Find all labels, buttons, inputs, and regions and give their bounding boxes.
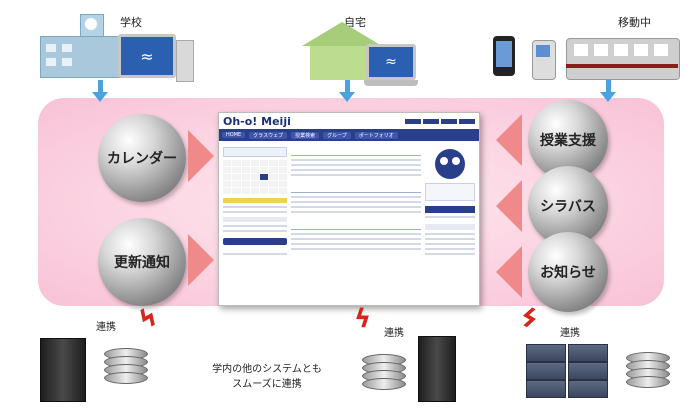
school-label: 学校 xyxy=(120,16,142,29)
database-icon xyxy=(362,354,406,390)
smartphone-icon xyxy=(493,36,515,76)
portal-nav-search: 授業検索 xyxy=(291,131,320,139)
arrow-right-update xyxy=(188,234,214,286)
feature-phone-icon xyxy=(532,40,556,80)
class-support-label: 授業支援 xyxy=(540,133,596,149)
server-icon xyxy=(40,338,86,402)
arrow-down-home-shaft xyxy=(345,80,350,92)
caption-line-1: 学内の他のシステムとも xyxy=(212,364,322,375)
portal-side-column xyxy=(425,149,475,299)
train-icon xyxy=(566,30,680,80)
update-notification-ball: 更新通知 xyxy=(98,218,186,306)
announcements-ball: お知らせ xyxy=(528,232,608,312)
arrow-down-mobile xyxy=(600,92,616,102)
rack-server-icon xyxy=(568,344,608,362)
portal-nav: HOME クラスウェブ 授業検索 グループ ポートフォリオ xyxy=(219,129,479,141)
portal-nav-home: HOME xyxy=(222,132,246,138)
caption-line-2: スムーズに連携 xyxy=(232,379,302,390)
lightning-bolt-center-icon: ϟ xyxy=(354,304,372,334)
portal-nav-classweb: クラスウェブ xyxy=(249,131,288,139)
server-icon xyxy=(418,336,456,402)
database-icon xyxy=(104,348,148,384)
owl-mascot-icon xyxy=(435,149,465,179)
arrow-left-syllabus xyxy=(496,180,522,232)
lightning-bolt-left-icon: ϟ xyxy=(133,301,164,337)
database-icon xyxy=(626,352,670,388)
lightning-bolt-right-icon: ϟ xyxy=(513,301,544,337)
rack-server-icon xyxy=(526,344,566,362)
school-building-icon xyxy=(40,14,122,78)
portal-nav-group: グループ xyxy=(323,131,351,139)
rack-server-icon xyxy=(568,362,608,380)
syllabus-label: シラバス xyxy=(540,199,596,215)
portal-calendar-column xyxy=(223,147,287,297)
calendar-feature-label: カレンダー xyxy=(107,151,177,167)
portal-calendar-grid xyxy=(223,160,287,194)
arrow-left-class-support xyxy=(496,114,522,166)
portal-main-column xyxy=(291,149,421,299)
house-icon xyxy=(302,22,382,80)
home-laptop-icon: ≈ xyxy=(364,44,418,86)
arrow-down-home xyxy=(339,92,355,102)
bottom-caption: 学内の他のシステムとも スムーズに連携 xyxy=(212,360,322,390)
portal-screenshot: Oh-o! Meiji HOME クラスウェブ 授業検索 グループ ポートフォリ… xyxy=(218,112,480,306)
link-label-left: 連携 xyxy=(96,322,116,333)
portal-nav-portfolio: ポートフォリオ xyxy=(354,131,398,139)
syllabus-ball: シラバス xyxy=(528,166,608,246)
wifi-icon: ≈ xyxy=(118,34,176,78)
arrow-down-school xyxy=(92,92,108,102)
calendar-feature-ball: カレンダー xyxy=(98,114,186,202)
arrow-down-mobile-shaft xyxy=(606,80,611,92)
arrow-down-school-shaft xyxy=(98,80,103,92)
mobile-label: 移動中 xyxy=(618,16,651,29)
rack-server-icon xyxy=(568,380,608,398)
rack-server-icon xyxy=(526,380,566,398)
portal-title: Oh-o! Meiji xyxy=(223,114,291,128)
arrow-right-calendar xyxy=(188,130,214,182)
rack-server-icon xyxy=(526,362,566,380)
announcements-label: お知らせ xyxy=(540,265,596,281)
link-label-center: 連携 xyxy=(384,328,404,339)
update-notification-label: 更新通知 xyxy=(114,255,170,271)
school-computer-icon: ≈ xyxy=(118,34,194,82)
link-label-right: 連携 xyxy=(560,328,580,339)
wifi-icon: ≈ xyxy=(366,44,416,80)
arrow-left-announcements xyxy=(496,246,522,298)
